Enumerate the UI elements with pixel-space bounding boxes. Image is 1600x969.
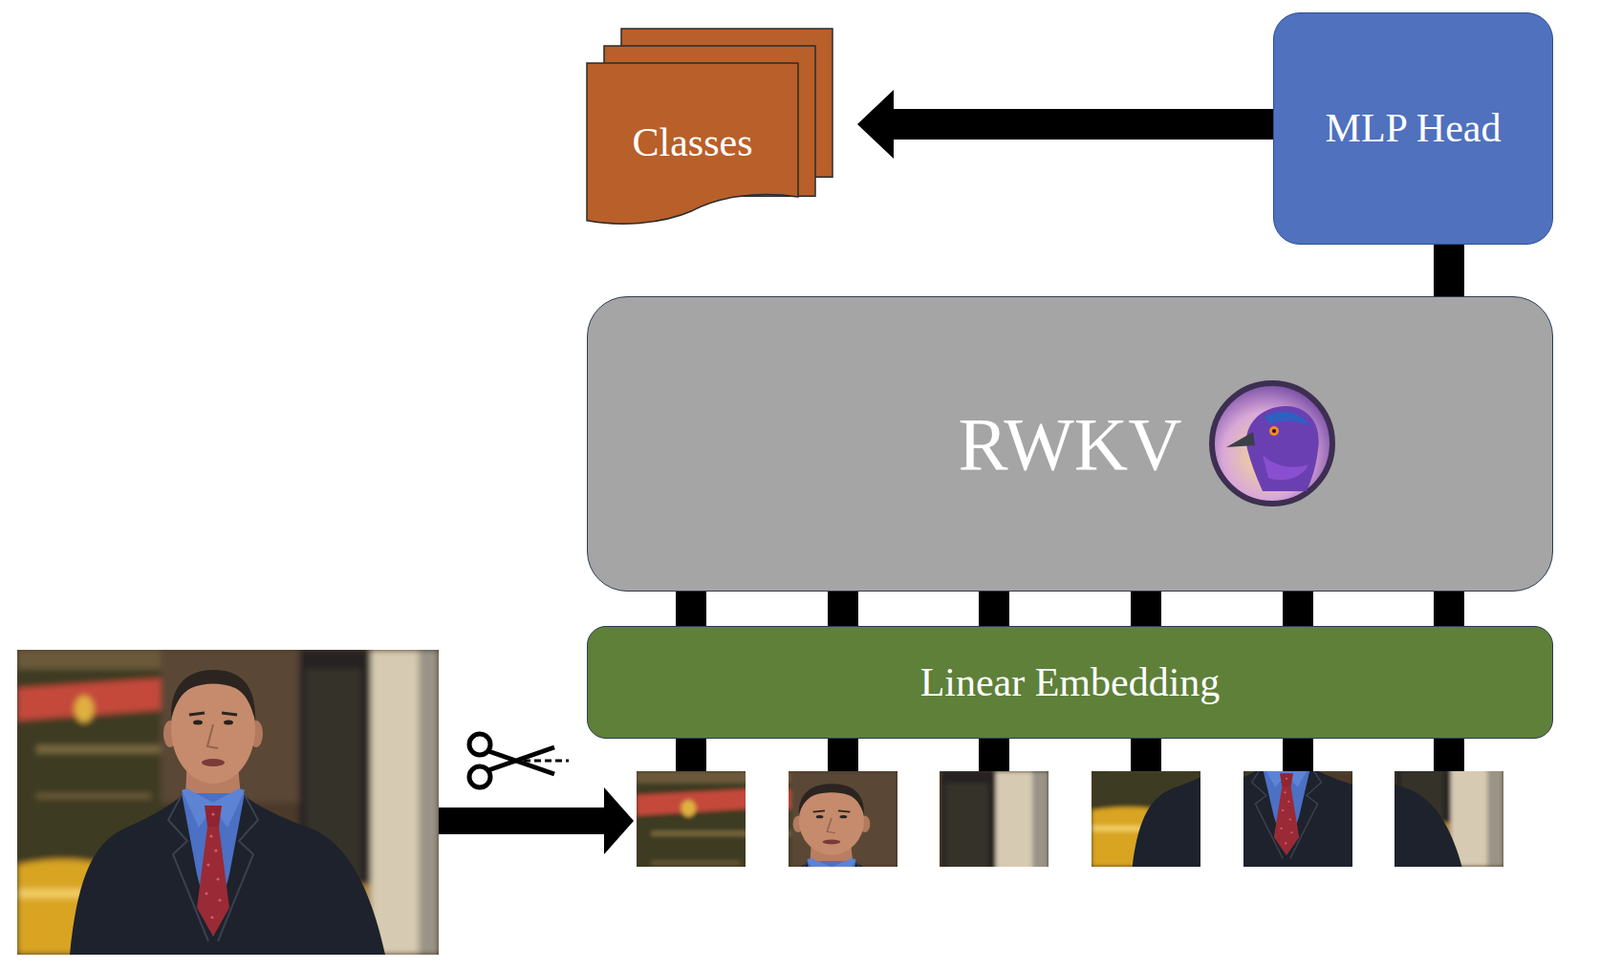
connector (1448, 591, 1450, 627)
connector (994, 591, 995, 627)
arrow-head (857, 89, 894, 159)
scissors-icon (469, 734, 569, 788)
connector (691, 591, 692, 627)
input-photo (17, 649, 439, 955)
rwkv-block: RWKV (586, 296, 1554, 592)
connector (843, 591, 844, 627)
connector-line (1282, 591, 1314, 627)
connector-line (675, 591, 707, 627)
connector-line (978, 591, 1010, 627)
raven-logo (1207, 378, 1338, 509)
connector-line (1433, 591, 1465, 627)
node-label: Linear Embedding (920, 660, 1221, 705)
connector-line (892, 108, 1274, 140)
connector-line (827, 591, 859, 627)
output-classes: Classes (586, 28, 834, 227)
image-patch (721, 771, 1049, 963)
node-label: RWKV (958, 403, 1183, 486)
connector-line (1433, 244, 1465, 297)
connector (857, 89, 1274, 159)
mlp-head-box: MLP Head (1273, 12, 1554, 245)
node-label: Classes (632, 120, 754, 165)
connector (1145, 591, 1147, 627)
patch-links (675, 737, 1465, 773)
connector (1448, 244, 1450, 297)
node-label: MLP Head (1325, 106, 1502, 151)
connector-line (1130, 591, 1162, 627)
split-arrow (438, 787, 634, 855)
connector (1297, 591, 1299, 627)
linear-embedding-box: Linear Embedding (586, 626, 1554, 739)
